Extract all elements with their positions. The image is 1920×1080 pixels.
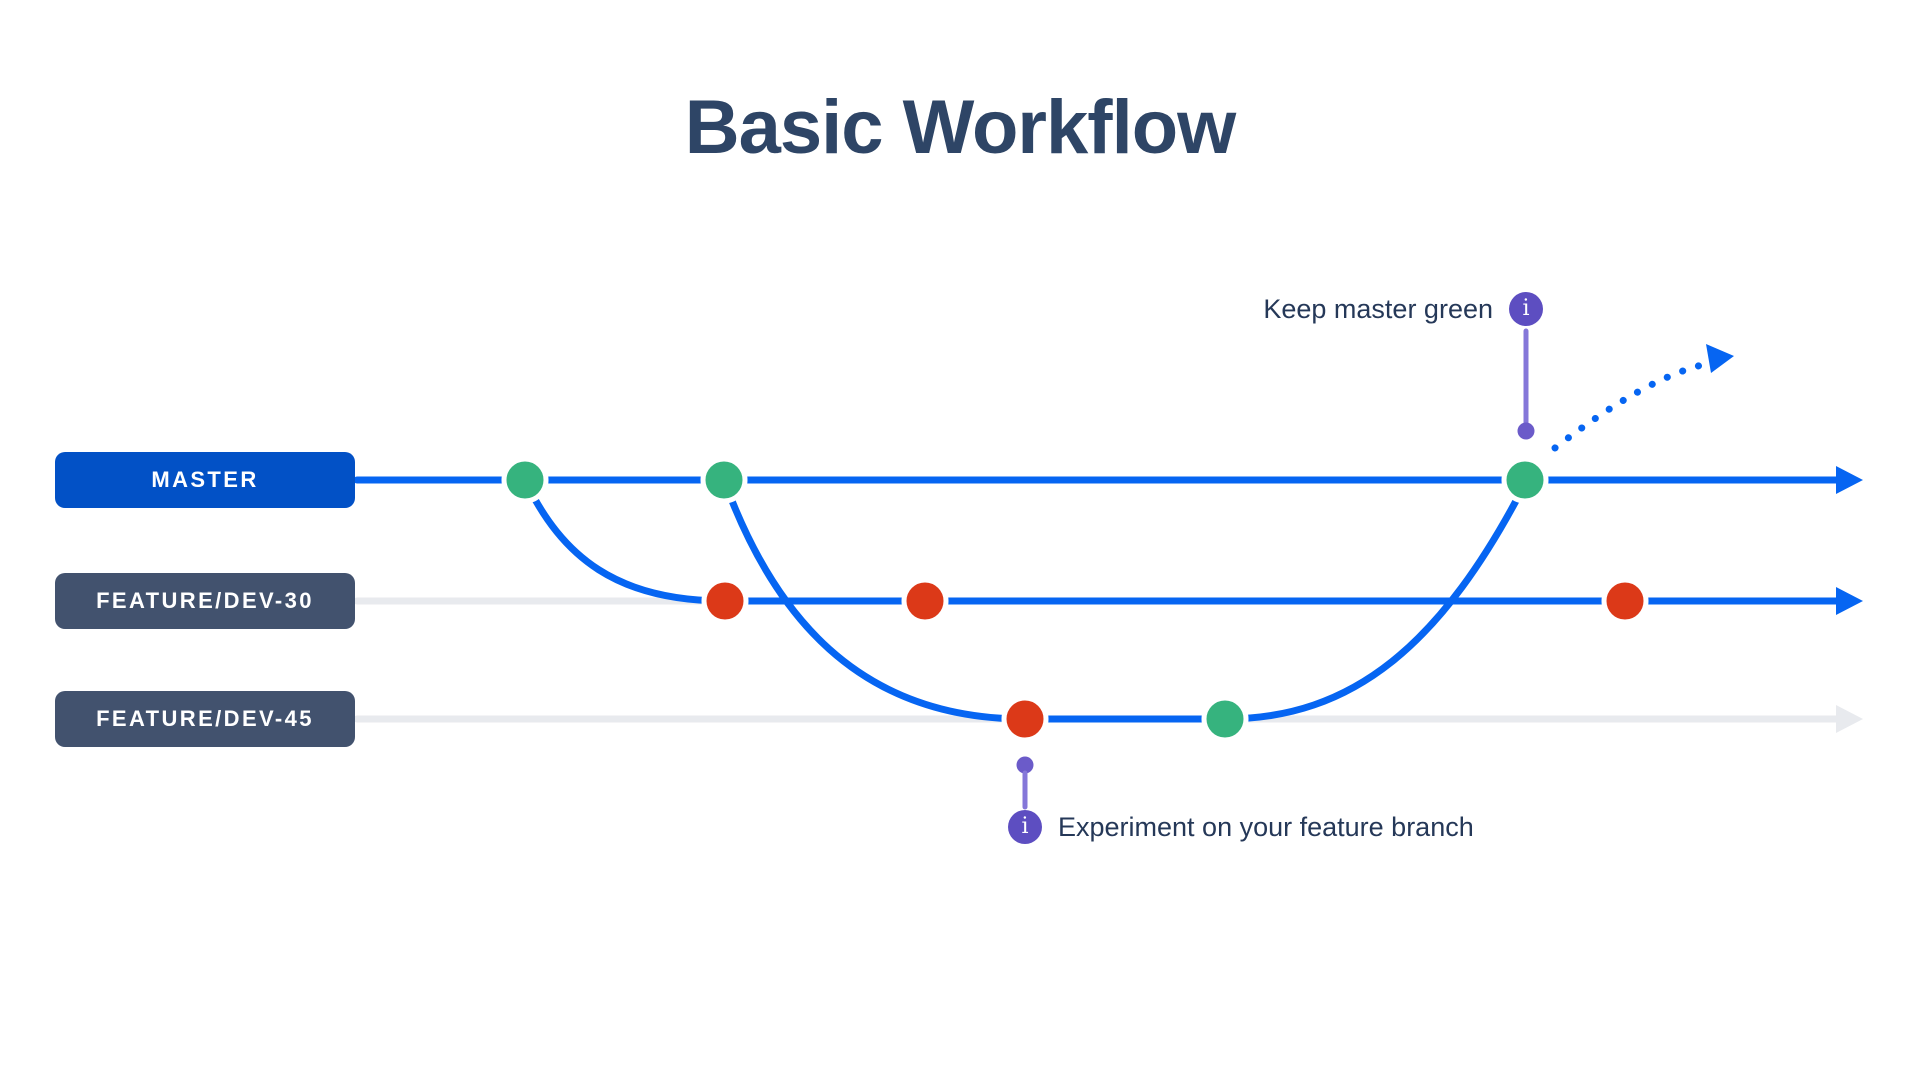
branch-label-feature-dev-30: FEATURE/DEV-30 bbox=[55, 573, 355, 629]
info-icon[interactable]: i bbox=[1509, 292, 1543, 326]
dotted-continuation-arc bbox=[1551, 360, 1710, 452]
keep-master-connector-dot bbox=[1517, 422, 1535, 440]
branch-curve-master-to-dev45 bbox=[720, 476, 1029, 723]
commit-dot-dev30-1 bbox=[701, 577, 749, 625]
commit-dot-master-3 bbox=[1501, 456, 1549, 504]
commit-dot-master-2 bbox=[700, 456, 748, 504]
page-title: Basic Workflow bbox=[684, 85, 1237, 170]
annotation-keep-master-green: Keep master green bbox=[1263, 294, 1493, 324]
branch-label-dev30-text: FEATURE/DEV-30 bbox=[96, 588, 314, 613]
branch-label-master: MASTER bbox=[55, 452, 355, 508]
master-arrow-icon bbox=[1836, 466, 1863, 494]
commit-dot-dev45-1 bbox=[1001, 695, 1049, 743]
commit-dot-master-1 bbox=[501, 456, 549, 504]
info-icon-glyph: i bbox=[1021, 814, 1029, 839]
experiment-connector-dot bbox=[1016, 756, 1034, 774]
branch-label-master-text: MASTER bbox=[151, 467, 259, 492]
commit-dot-dev30-3 bbox=[1601, 577, 1649, 625]
commit-dot-dev30-2 bbox=[901, 577, 949, 625]
dotted-arc-arrow-icon bbox=[1706, 344, 1734, 373]
branch-label-feature-dev-45: FEATURE/DEV-45 bbox=[55, 691, 355, 747]
dev45-arrow-icon bbox=[1836, 705, 1863, 733]
merge-curve-dev45-to-master bbox=[1221, 476, 1531, 723]
info-icon[interactable]: i bbox=[1008, 810, 1042, 844]
dev30-arrow-icon bbox=[1836, 587, 1863, 615]
info-icon-glyph: i bbox=[1522, 296, 1530, 321]
branch-curve-master-to-dev30 bbox=[521, 476, 729, 605]
annotation-experiment-feature-branch: Experiment on your feature branch bbox=[1058, 812, 1474, 842]
branch-label-dev45-text: FEATURE/DEV-45 bbox=[96, 706, 314, 731]
commit-dot-dev45-2 bbox=[1201, 695, 1249, 743]
